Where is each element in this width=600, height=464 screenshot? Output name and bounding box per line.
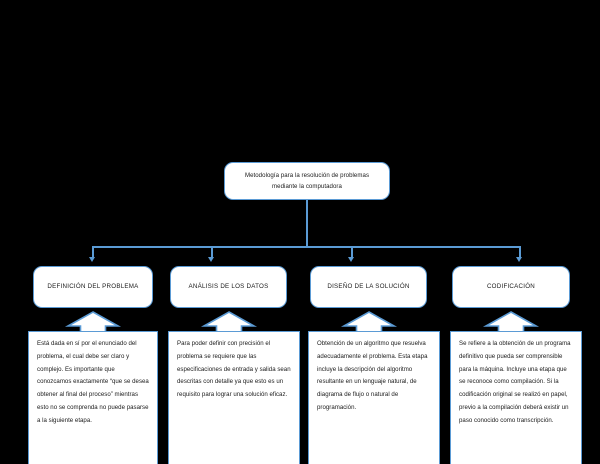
description-box-diseno-de-la-solucion: Obtención de un algoritmo que resuelva a… — [308, 331, 440, 464]
stage-box-diseno-de-la-solucion: DISEÑO DE LA SOLUCIÓN — [310, 266, 427, 308]
block-arrow-up-icon-2 — [183, 311, 275, 333]
root-node: Metodología para la resolución de proble… — [224, 162, 390, 200]
arrowhead-icon-1 — [89, 257, 96, 262]
arrowhead-icon-4 — [516, 257, 523, 262]
root-node-label: Metodología para la resolución de proble… — [244, 171, 370, 190]
stage-title: CODIFICACIÓN — [486, 282, 536, 290]
stage-title: DEFINICIÓN DEL PROBLEMA — [47, 282, 139, 290]
stage-box-codificacion: CODIFICACIÓN — [452, 266, 570, 308]
stage-title: ANÁLISIS DE LOS DATOS — [188, 282, 269, 290]
description-text: Para poder definir con precisión el prob… — [177, 340, 291, 399]
connector-drop-2 — [211, 247, 213, 258]
description-box-codificacion: Se refiere a la obtención de un programa… — [450, 331, 582, 464]
connector-drop-1 — [92, 247, 94, 258]
description-text: Obtención de un algoritmo que resuelva a… — [317, 340, 428, 411]
stage-box-definicion-del-problema: DEFINICIÓN DEL PROBLEMA — [33, 266, 153, 308]
connector-drop-4 — [519, 247, 521, 258]
arrowhead-icon-2 — [208, 257, 215, 262]
connector-bus — [92, 246, 521, 248]
block-arrow-up-icon-1 — [47, 311, 139, 333]
description-box-analisis-de-los-datos: Para poder definir con precisión el prob… — [168, 331, 300, 464]
stage-title: DISEÑO DE LA SOLUCIÓN — [327, 282, 410, 290]
description-text: Está dada en sí por el enunciado del pro… — [37, 340, 149, 424]
description-box-definicion-del-problema: Está dada en sí por el enunciado del pro… — [28, 331, 158, 464]
block-arrow-up-icon-3 — [323, 311, 415, 333]
block-arrow-up-icon-4 — [465, 311, 557, 333]
description-text: Se refiere a la obtención de un programa… — [459, 340, 571, 424]
connector-drop-3 — [351, 247, 353, 258]
connector-stem — [306, 200, 308, 247]
arrowhead-icon-3 — [348, 257, 355, 262]
stage-box-analisis-de-los-datos: ANÁLISIS DE LOS DATOS — [170, 266, 287, 308]
